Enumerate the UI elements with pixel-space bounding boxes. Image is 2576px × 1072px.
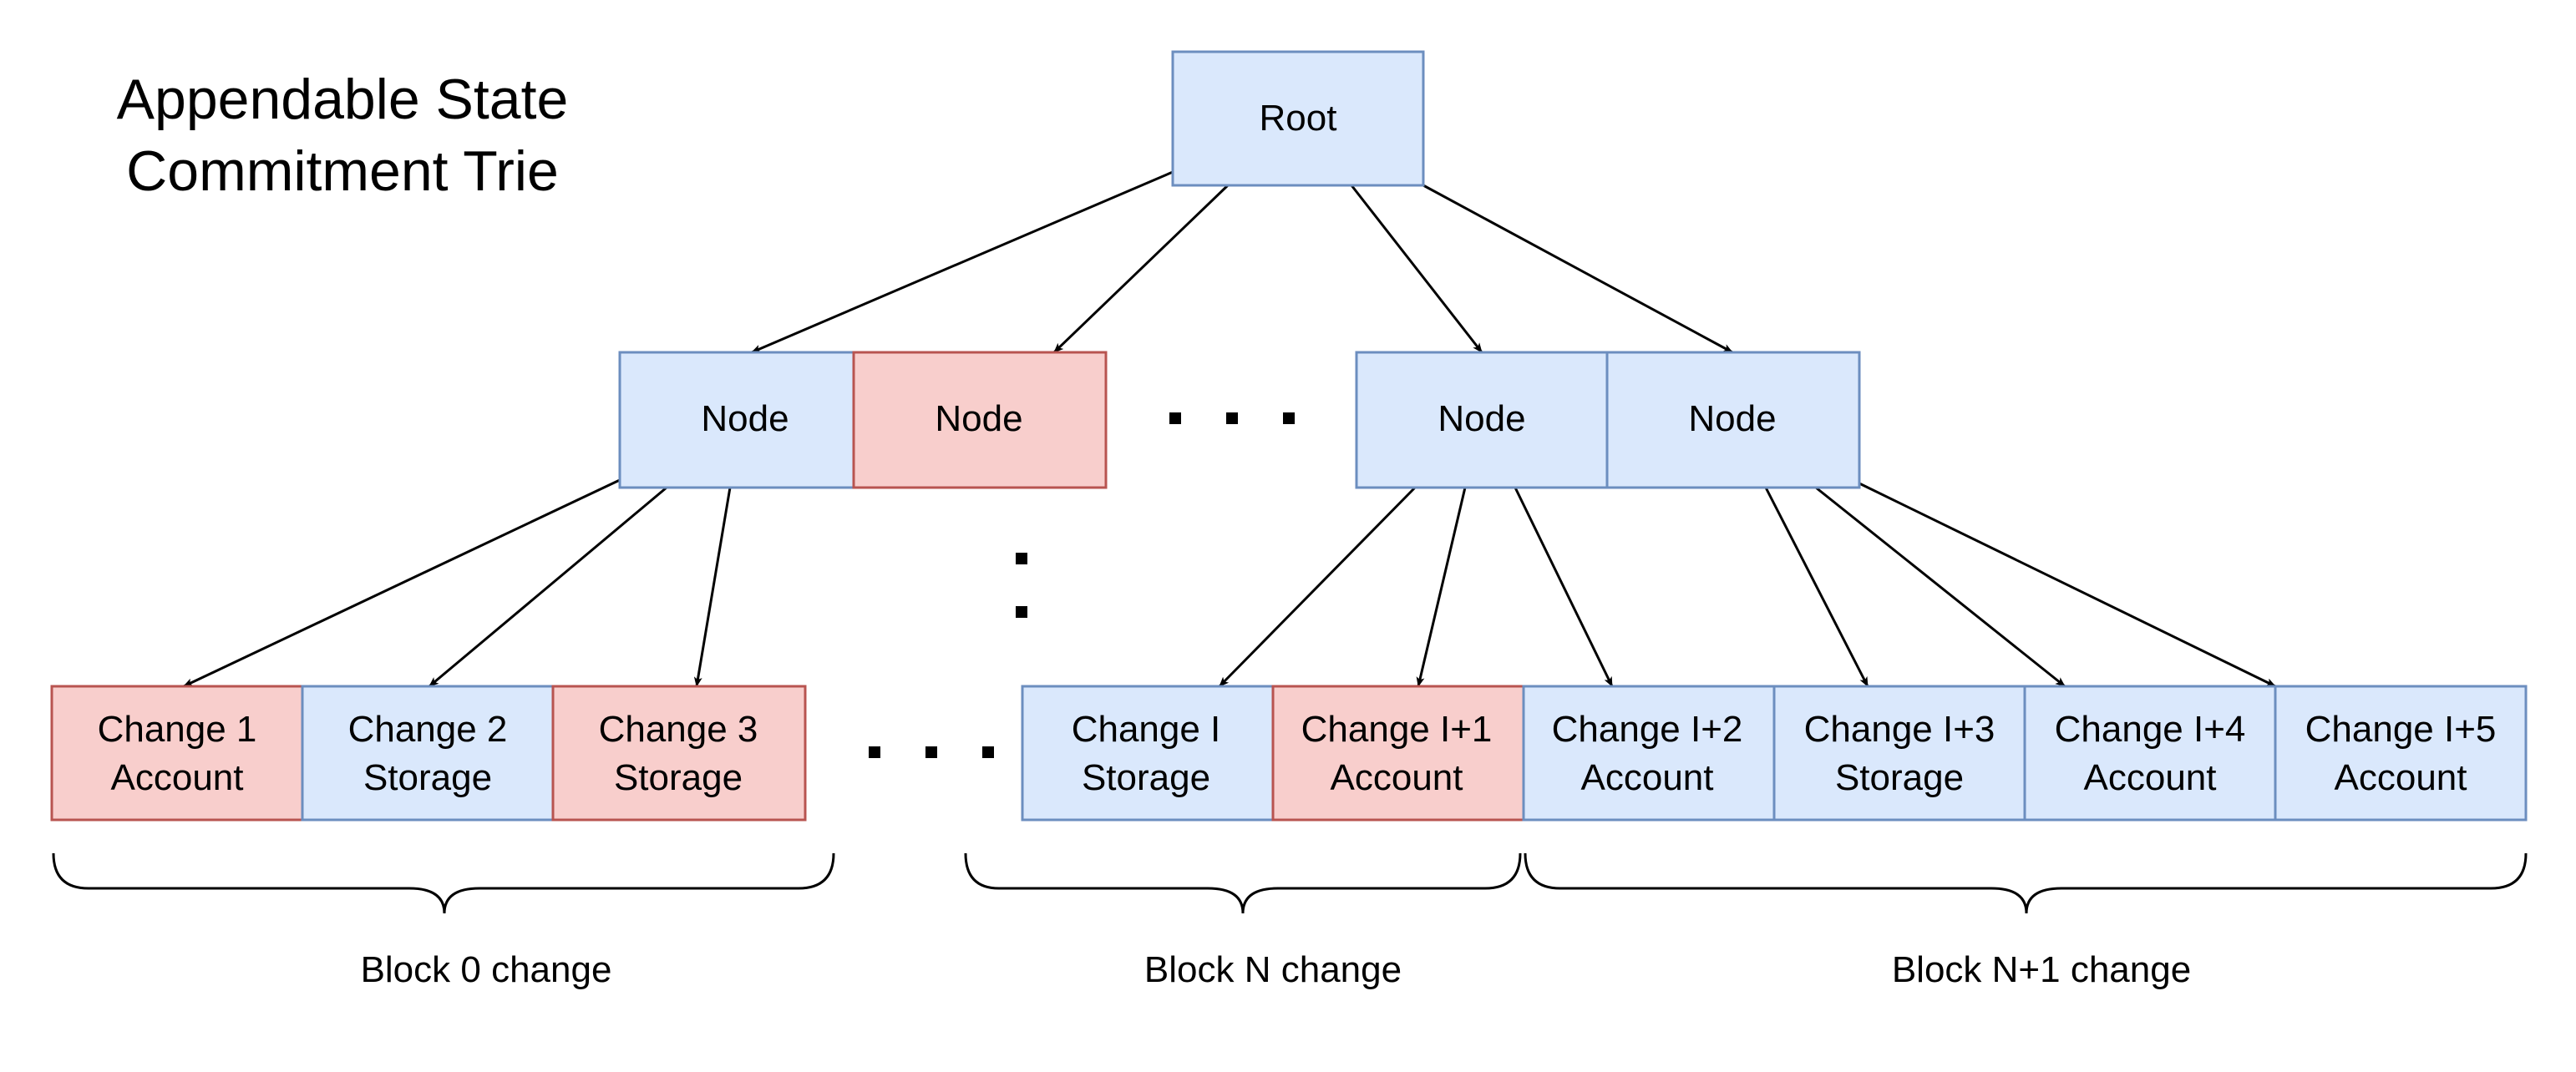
intermediate-nodes: Node Node Node Node: [618, 351, 1861, 489]
leaf-change: Change I+1 Account: [1271, 685, 1527, 822]
leaf-change: Change I+4 Account: [2023, 685, 2279, 822]
leaf-type: Storage: [614, 757, 743, 798]
edge-root-node-4: [1422, 184, 1733, 354]
block-n-plus-1-brace-group: Block N+1 change: [1524, 852, 2528, 990]
root-node: Root: [1171, 50, 1425, 187]
node-label: Node: [935, 398, 1022, 439]
trie-node: Node: [1355, 351, 1610, 489]
brace-label: Block N+1 change: [1892, 949, 2191, 990]
curly-brace: [52, 852, 835, 914]
node-label: Node: [1438, 398, 1525, 439]
root-edges: [751, 170, 1733, 354]
leaf-title: Change 1: [98, 709, 257, 750]
brace-label: Block N change: [1144, 949, 1402, 990]
leaf-type: Account: [2084, 757, 2217, 798]
trie-node: Node: [1605, 351, 1861, 489]
leaf-type: Storage: [1835, 757, 1964, 798]
block-n-brace-group: Block N change: [964, 852, 1522, 990]
leaf-title: Change I+4: [2055, 709, 2246, 750]
edge-node-3-leaf-5: [1416, 487, 1467, 687]
node-box: [852, 351, 1108, 489]
leaf-box: [1021, 685, 1276, 822]
edge-node-1-leaf-2: [428, 486, 667, 688]
leaf-change: Change I+3 Storage: [1772, 685, 2028, 822]
leaf-box: [1522, 685, 1777, 822]
edge-node-4-leaf-9: [1857, 481, 2276, 688]
node-label: Node: [701, 398, 789, 439]
leaf-title: Change I+2: [1552, 709, 1743, 750]
edge-node-4-leaf-7: [1764, 487, 1869, 687]
edge-node-3-leaf-4: [1218, 486, 1417, 688]
node-row-ellipsis: [1169, 412, 1295, 424]
trie-node: Node: [618, 351, 872, 489]
leaf-change: Change I+5 Account: [2274, 685, 2528, 822]
leaf-title: Change I+1: [1301, 709, 1493, 750]
diagram-title-line-2: Commitment Trie: [126, 139, 559, 203]
vertical-ellipsis: [1016, 553, 1027, 618]
edge-node-1-leaf-3: [693, 487, 732, 687]
brace-label: Block 0 change: [361, 949, 612, 990]
leaf-row-ellipsis: [869, 746, 994, 758]
leaf-title: Change 3: [599, 709, 758, 750]
diagram-title-line-1: Appendable State: [117, 68, 569, 131]
edge-node-3-leaf-6: [1514, 487, 1614, 687]
root-box: [1171, 50, 1425, 187]
edge-node-1-leaf-1: [183, 478, 622, 688]
root-label: Root: [1260, 98, 1337, 139]
node-box: [1355, 351, 1610, 489]
leaf-change: Change I Storage: [1021, 685, 1276, 822]
leaf-nodes: Change 1 Account Change 2 Storage Change…: [50, 685, 2528, 822]
leaf-title: Change I+5: [2305, 709, 2497, 750]
edge-root-node-1: [751, 170, 1174, 354]
leaf-change: Change I+2 Account: [1522, 685, 1777, 822]
leaf-type: Account: [111, 757, 244, 798]
node-box: [618, 351, 872, 489]
leaf-title: Change 2: [348, 709, 508, 750]
curly-brace: [1524, 852, 2528, 914]
node-edges: [183, 478, 2276, 688]
curly-brace: [964, 852, 1522, 914]
leaf-type: Account: [1581, 757, 1714, 798]
leaf-type: Storage: [363, 757, 492, 798]
trie-node: Node: [852, 351, 1108, 489]
leaf-change: Change 2 Storage: [301, 685, 556, 822]
leaf-box: [1772, 685, 2028, 822]
leaf-box: [301, 685, 556, 822]
leaf-title: Change I+3: [1804, 709, 1995, 750]
leaf-type: Storage: [1082, 757, 1210, 798]
leaf-type: Account: [1331, 757, 1463, 798]
leaf-type: Account: [2335, 757, 2467, 798]
leaf-box: [551, 685, 807, 822]
leaf-title: Change I: [1072, 709, 1221, 750]
leaf-change: Change 3 Storage: [551, 685, 807, 822]
edge-root-node-2: [1052, 184, 1230, 354]
block-0-brace-group: Block 0 change: [52, 852, 835, 990]
leaf-box: [2274, 685, 2528, 822]
leaf-box: [50, 685, 306, 822]
leaf-box: [1271, 685, 1527, 822]
edge-node-4-leaf-8: [1815, 486, 2066, 688]
leaf-change: Change 1 Account: [50, 685, 306, 822]
leaf-box: [2023, 685, 2279, 822]
edge-root-node-3: [1350, 185, 1483, 353]
node-label: Node: [1688, 398, 1776, 439]
node-box: [1605, 351, 1861, 489]
